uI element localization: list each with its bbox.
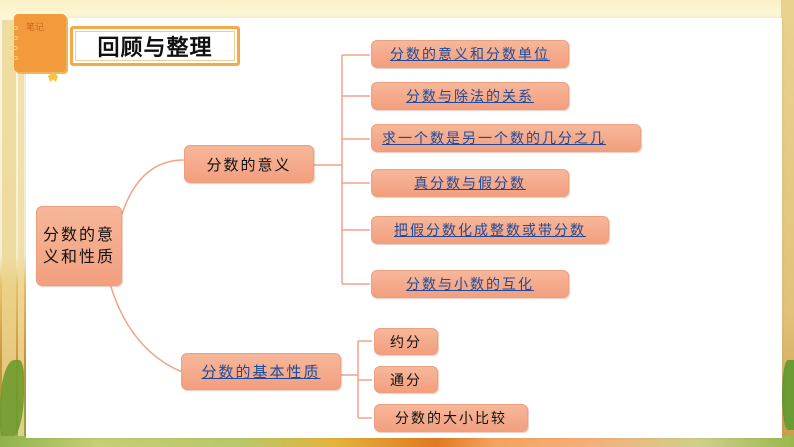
background-right-band [781,0,794,447]
link-node-meaning-and-unit[interactable]: 分数的意义和分数单位 [371,40,569,68]
leaf-node-reduce: 约分 [374,328,438,355]
mindmap-root-node: 分数的意义和性质 [36,206,122,286]
link-node-proper-improper[interactable]: 真分数与假分数 [371,169,569,197]
ring-icon [10,46,18,50]
link-node-fraction-division[interactable]: 分数与除法的关系 [371,82,569,110]
page-title: 回顾与整理 [97,35,213,61]
notebook-label: 笔记 [26,23,45,33]
star-ribbon-icon [48,72,58,82]
leaf-node-compare-size: 分数的大小比较 [374,404,528,432]
title-box: 回顾与整理 [70,26,240,66]
link-node-fraction-of-number[interactable]: 求一个数是另一个数的几分之几 [371,124,641,152]
ring-icon [10,56,18,60]
link-node-fraction-decimal[interactable]: 分数与小数的互化 [371,270,569,298]
link-node-basic-property[interactable]: 分数的基本性质 [181,353,341,390]
decor-strip [18,20,24,440]
decor-strip [2,20,16,440]
leaf-node-common-denominator: 通分 [374,366,438,393]
leaf-decoration [782,360,794,430]
ring-icon [10,26,18,30]
ring-icon [10,36,18,40]
link-node-improper-to-mixed[interactable]: 把假分数化成整数或带分数 [371,216,609,244]
background-top-band [0,0,794,20]
notebook-icon: 笔记 [10,14,66,72]
background-bottom-leaves [0,436,794,447]
branch-node-fraction-meaning: 分数的意义 [184,145,314,183]
